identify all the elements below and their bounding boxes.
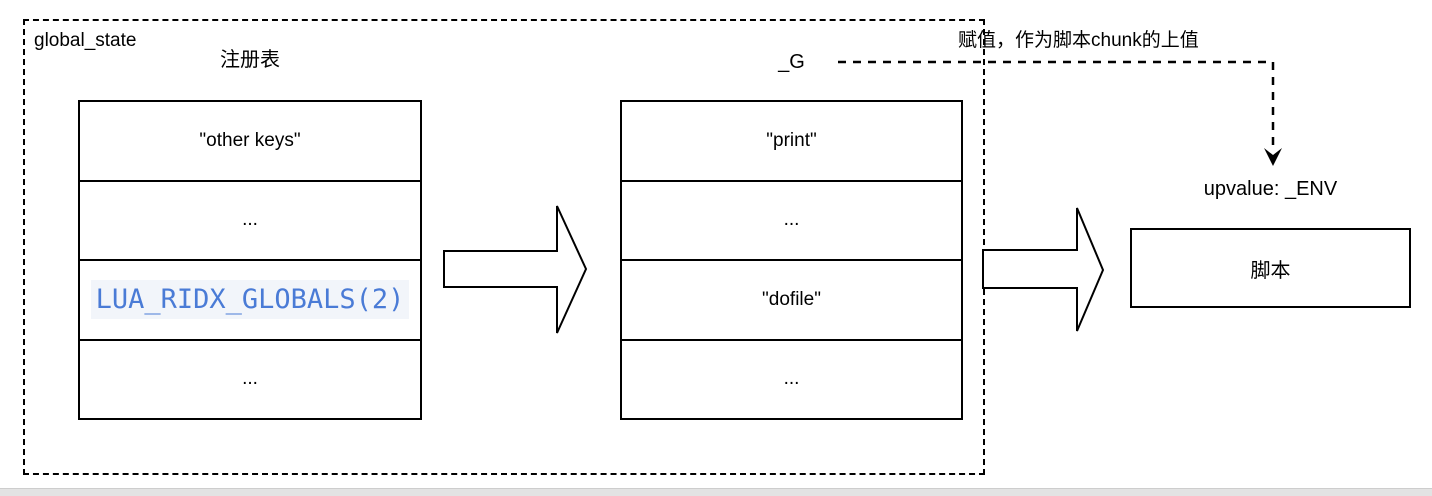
bottom-window-edge bbox=[0, 488, 1432, 496]
table-row: "print" bbox=[622, 102, 961, 182]
cell-text: "dofile" bbox=[762, 288, 821, 310]
cell-text: ... bbox=[242, 368, 258, 390]
table-row: ... bbox=[80, 341, 420, 419]
arrowhead-down-icon bbox=[1264, 148, 1282, 166]
cell-text: ... bbox=[242, 209, 258, 231]
table-row: "other keys" bbox=[80, 102, 420, 182]
cell-text: ... bbox=[783, 209, 800, 231]
script-box-label: 脚本 bbox=[1250, 259, 1291, 282]
table-row: "dofile" bbox=[622, 261, 961, 341]
script-box: 脚本 bbox=[1130, 228, 1411, 308]
upvalue-env-label: upvalue: _ENV bbox=[1203, 178, 1338, 200]
cell-text: "other keys" bbox=[199, 129, 301, 151]
cell-text: ... bbox=[783, 368, 800, 390]
global-state-label: global_state bbox=[34, 30, 137, 51]
lua-ridx-globals-cell: LUA_RIDX_GLOBALS(2) bbox=[90, 280, 410, 320]
table-row: LUA_RIDX_GLOBALS(2) bbox=[80, 261, 420, 341]
g-table: "print" ... "dofile" ... bbox=[620, 100, 963, 420]
block-arrow-right-icon bbox=[982, 207, 1105, 332]
registry-table: "other keys" ... LUA_RIDX_GLOBALS(2) ... bbox=[78, 100, 422, 420]
table-row: ... bbox=[622, 341, 961, 419]
registry-table-title: 注册表 bbox=[220, 49, 280, 71]
table-row: ... bbox=[80, 182, 420, 261]
cell-text: "print" bbox=[766, 129, 817, 151]
table-row: ... bbox=[622, 182, 961, 261]
g-table-title: _G bbox=[778, 51, 805, 73]
assignment-annotation: 赋值，作为脚本chunk的上值 bbox=[958, 30, 1199, 51]
